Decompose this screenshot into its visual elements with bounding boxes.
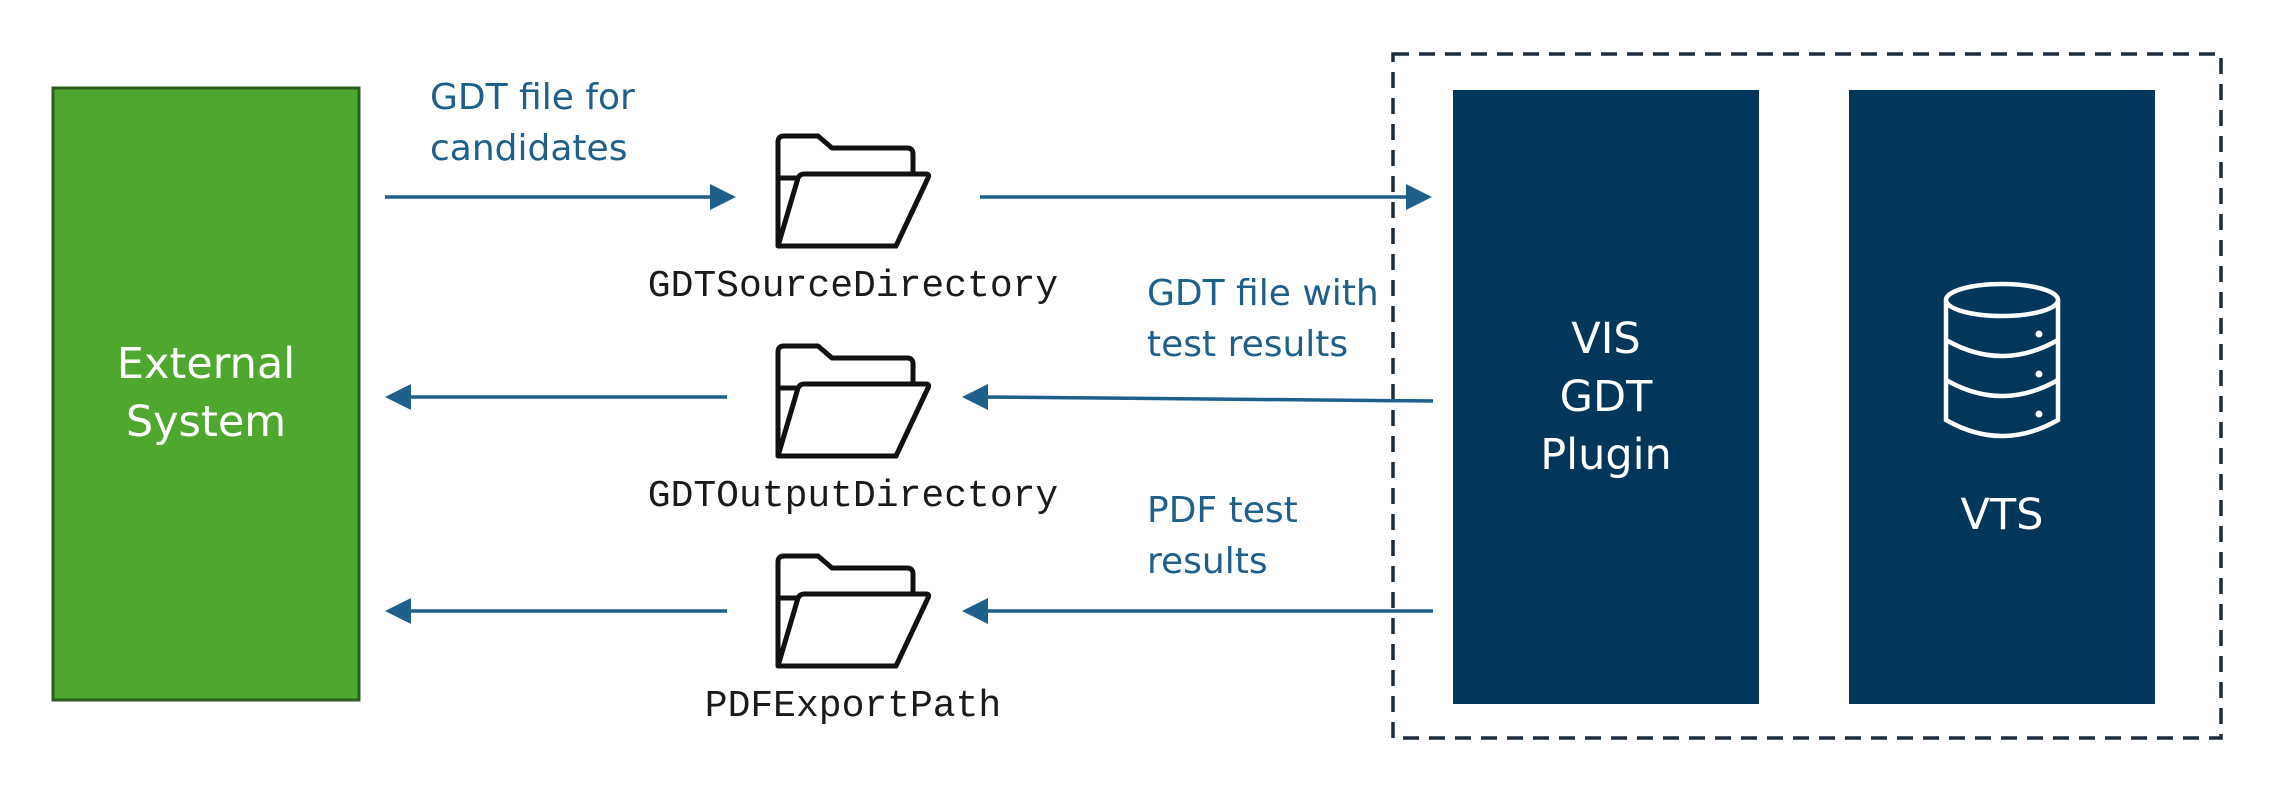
- vis-plugin-label-line1: VIS: [1571, 314, 1640, 364]
- folder-icon: [778, 346, 929, 456]
- flow-label-test-results-line2: test results: [1147, 324, 1348, 365]
- arrow-pdf-to-external: [385, 598, 727, 624]
- vis-gdt-plugin-box: VIS GDT Plugin: [1453, 90, 1759, 704]
- arrow-plugin-to-pdf: [962, 598, 1433, 624]
- flow-label-test-results-line1: GDT file with: [1147, 273, 1379, 314]
- database-icon: [1943, 281, 2061, 439]
- flow-label-pdf-line1: PDF test: [1147, 490, 1298, 531]
- vis-plugin-label-line3: Plugin: [1540, 430, 1672, 480]
- vts-label: VTS: [1961, 490, 2044, 540]
- vis-plugin-label-line2: GDT: [1560, 372, 1653, 422]
- folder-icon: [778, 136, 929, 246]
- external-system-label-line1: External: [117, 339, 295, 389]
- directory-label-pdf: PDFExportPath: [705, 685, 1001, 728]
- vts-box: VTS: [1849, 90, 2155, 704]
- flow-label-candidates-line2: candidates: [430, 128, 627, 169]
- arrow-plugin-to-output: [962, 384, 1434, 410]
- directory-label-source: GDTSourceDirectory: [648, 265, 1058, 308]
- system-boundary: [1391, 52, 2223, 740]
- external-system-label-line2: System: [126, 397, 286, 447]
- arrow-output-to-external: [385, 384, 727, 410]
- directory-label-output: GDTOutputDirectory: [648, 475, 1058, 518]
- folder-icon: [778, 556, 929, 666]
- arrow-external-to-source: [385, 184, 736, 210]
- flow-label-candidates-line1: GDT file for: [430, 77, 635, 118]
- external-system-box: External System: [51, 86, 361, 702]
- flow-label-pdf-line2: results: [1147, 541, 1268, 582]
- arrow-source-to-plugin: [980, 184, 1432, 210]
